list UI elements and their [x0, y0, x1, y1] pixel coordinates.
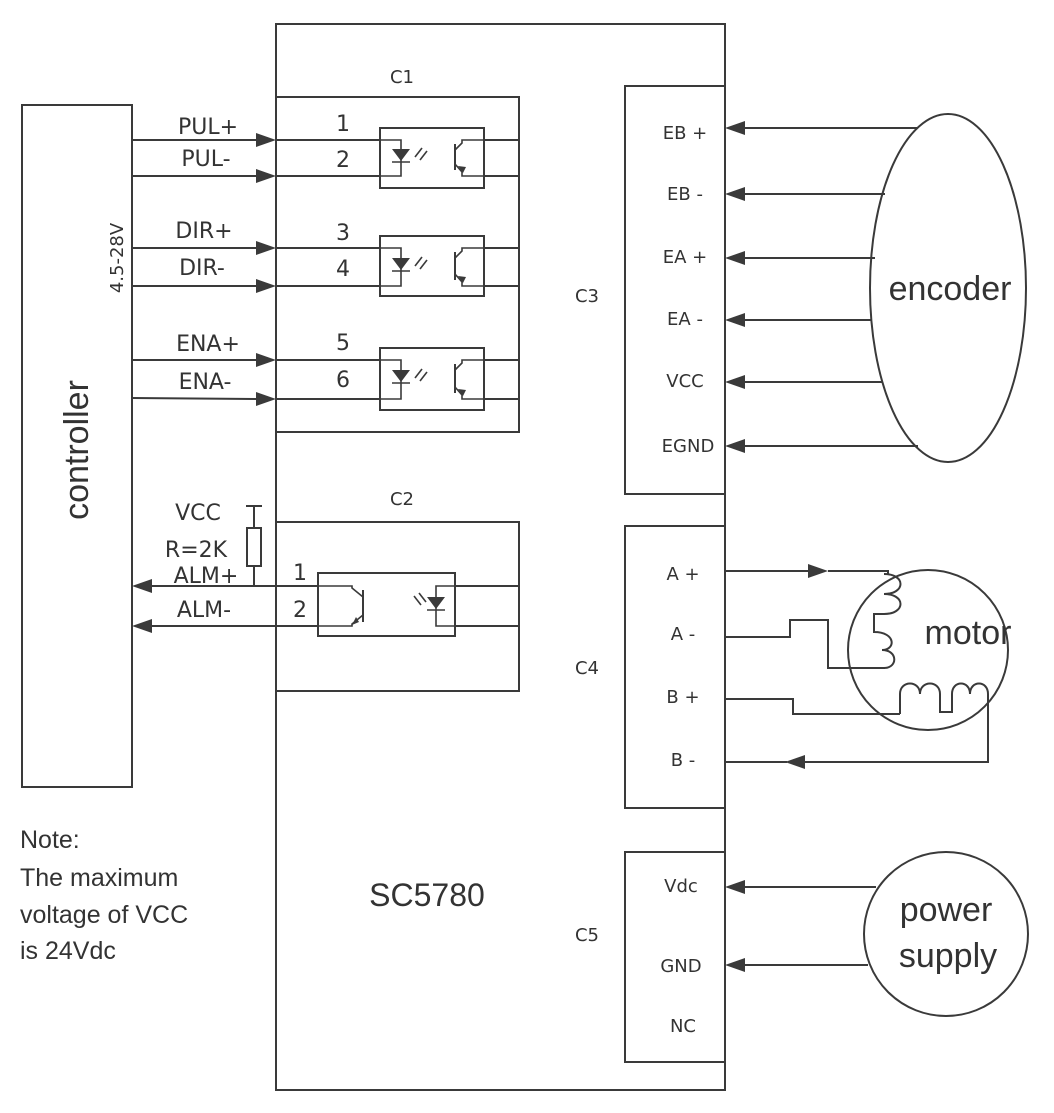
c4-pin-b-plus: B + — [666, 687, 699, 708]
c5-pin-gnd: GND — [660, 956, 701, 977]
driver-outline — [275, 23, 726, 1091]
c3-label: C3 — [575, 286, 599, 307]
c1-frame — [276, 96, 520, 433]
alarm-minus-label: ALM- — [177, 598, 231, 623]
signal-pul-minus: PUL- — [181, 147, 230, 172]
signal-dir-plus: DIR+ — [175, 219, 232, 244]
signal-ena-minus: ENA- — [179, 370, 232, 395]
signal-pul-plus: PUL+ — [178, 115, 238, 140]
optocoupler-alarm-icon — [317, 572, 456, 637]
note-line-4: is 24Vdc — [20, 937, 116, 965]
c1-pin-6: 6 — [336, 368, 350, 393]
c1-pin-2: 2 — [336, 148, 350, 173]
c3-pin-egnd: EGND — [662, 436, 715, 457]
c3-box — [624, 85, 726, 495]
controller-voltage: 4.5-28V — [107, 222, 128, 293]
optocoupler-ena-icon — [379, 347, 485, 411]
c5-pin-vdc: Vdc — [664, 876, 698, 897]
power-label-line1: power — [900, 891, 993, 929]
alarm-vcc: VCC — [175, 501, 221, 526]
optocoupler-dir-icon — [379, 235, 485, 297]
encoder-ellipse — [869, 113, 1027, 463]
c1-pin-5: 5 — [336, 331, 350, 356]
c4-pin-b-minus: B - — [671, 750, 696, 771]
c1-pin-1: 1 — [336, 112, 350, 137]
note-line-1: Note: — [20, 826, 80, 854]
optocoupler-pul-icon — [379, 127, 485, 189]
c2-label: C2 — [390, 489, 414, 510]
c3-pin-eb-minus: EB - — [667, 184, 703, 205]
note-line-3: voltage of VCC — [20, 901, 188, 929]
driver-model: SC5780 — [369, 877, 485, 913]
controller-label: controller — [58, 380, 96, 520]
c5-box — [624, 851, 726, 1063]
c2-pin-2: 2 — [293, 598, 307, 623]
c5-pin-nc: NC — [670, 1016, 696, 1037]
c1-signal-lines — [131, 133, 380, 406]
signal-ena-plus: ENA+ — [176, 332, 240, 357]
alarm-lines — [132, 579, 318, 633]
alarm-plus-label: ALM+ — [174, 564, 239, 589]
c4-box — [624, 525, 726, 809]
c2-frame — [276, 521, 520, 692]
motor-label: motor — [925, 614, 1012, 652]
c2-pin-1: 1 — [293, 561, 307, 586]
c3-pin-ea-minus: EA - — [667, 309, 703, 330]
controller-box — [21, 104, 133, 788]
c4-pin-a-plus: A + — [666, 564, 699, 585]
power-supply-circle — [863, 851, 1029, 1017]
c4-label: C4 — [575, 658, 599, 679]
power-label-line2: supply — [899, 937, 997, 975]
power-wires — [725, 880, 876, 972]
c4-pin-a-minus: A - — [671, 624, 696, 645]
encoder-wires — [725, 121, 918, 453]
c5-label: C5 — [575, 925, 599, 946]
c1-label: C1 — [390, 67, 414, 88]
motor-winding-a-icon — [873, 573, 902, 669]
note-line-2: The maximum — [20, 864, 178, 892]
c1-pin-3: 3 — [336, 221, 350, 246]
signal-dir-minus: DIR- — [179, 256, 225, 281]
motor-circle — [847, 569, 1009, 731]
c3-pin-eb-plus: EB + — [663, 123, 708, 144]
c3-pin-ea-plus: EA + — [663, 247, 708, 268]
c3-pin-vcc: VCC — [666, 371, 703, 392]
motor-wires — [725, 564, 989, 769]
alarm-resistor-value: R=2K — [165, 538, 228, 563]
encoder-label: encoder — [889, 270, 1012, 308]
alarm-pullup-resistor-icon — [246, 505, 262, 586]
motor-winding-b-icon — [899, 682, 989, 714]
c1-pin-4: 4 — [336, 257, 350, 282]
